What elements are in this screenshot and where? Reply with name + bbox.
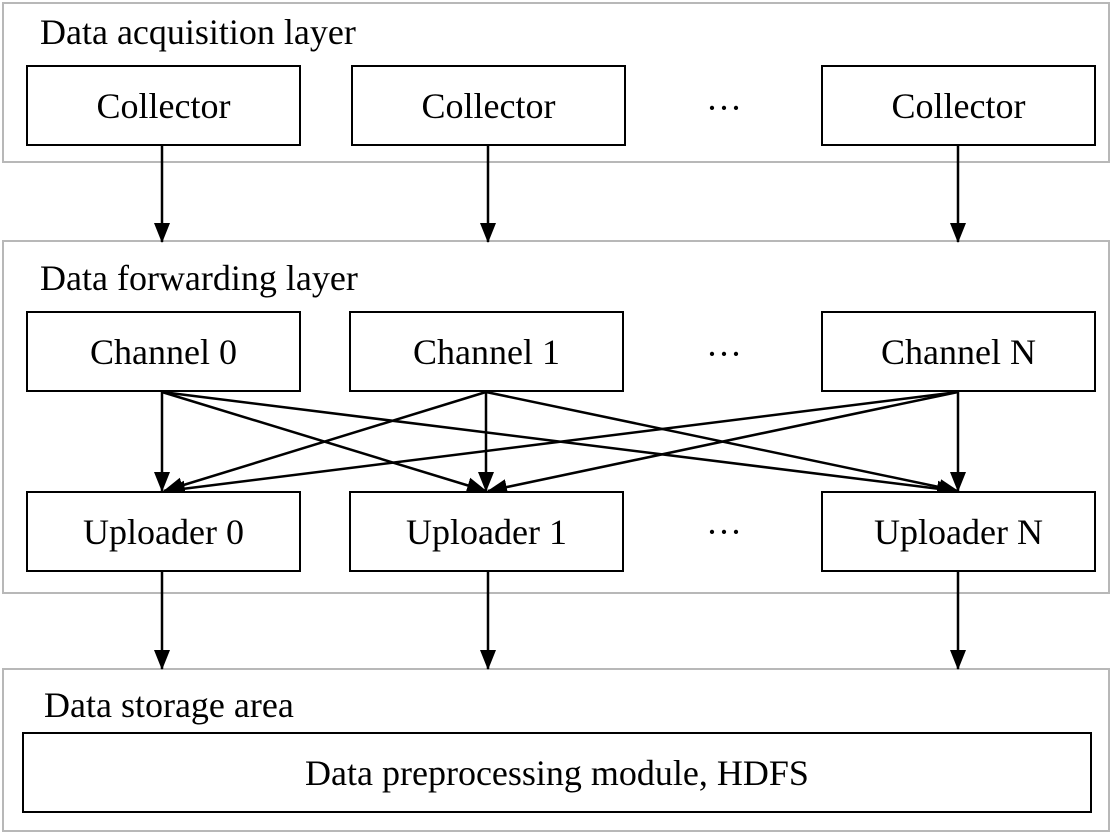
uploader-box-0: Uploader 0 (26, 491, 301, 572)
collector-box-2: Collector (351, 65, 626, 146)
storage-module-box: Data preprocessing module, HDFS (22, 732, 1092, 813)
collector-ellipsis: ··· (706, 88, 742, 128)
uploader-box-n: Uploader N (821, 491, 1096, 572)
channel-box-1: Channel 1 (349, 311, 624, 392)
arrow-chn-up0 (165, 390, 959, 497)
channel-box-n: Channel N (821, 311, 1096, 392)
storage-area-title: Data storage area (44, 685, 294, 725)
collector-box-n: Collector (821, 65, 1096, 146)
forwarding-layer-title: Data forwarding layer (40, 258, 358, 298)
arrow-chn-up1 (487, 390, 959, 495)
uploader-ellipsis: ··· (706, 512, 742, 552)
acquisition-layer-title: Data acquisition layer (40, 12, 356, 52)
collector-box-1: Collector (26, 65, 301, 146)
uploader-box-1: Uploader 1 (349, 491, 624, 572)
channel-ellipsis: ··· (706, 334, 742, 374)
channel-box-0: Channel 0 (26, 311, 301, 392)
arrow-ch1-up0 (163, 390, 487, 494)
